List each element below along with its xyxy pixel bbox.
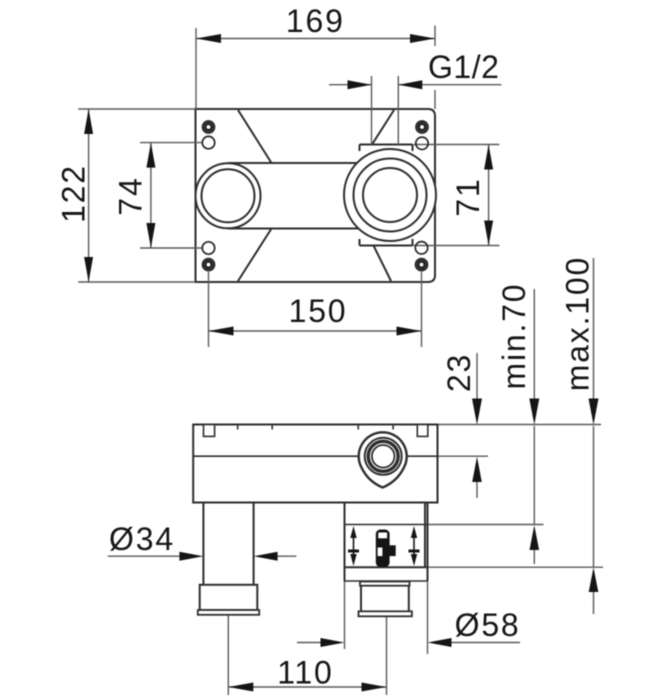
svg-text:122: 122: [56, 164, 92, 223]
svg-text:min.70: min.70: [496, 283, 532, 390]
svg-text:23: 23: [441, 353, 477, 392]
svg-text:G1/2: G1/2: [428, 49, 499, 85]
svg-text:Ø34: Ø34: [109, 521, 175, 557]
svg-text:74: 74: [113, 176, 149, 215]
svg-text:110: 110: [277, 655, 333, 691]
svg-text:max.100: max.100: [559, 256, 595, 391]
svg-text:Ø58: Ø58: [455, 607, 521, 643]
svg-text:71: 71: [450, 177, 486, 216]
svg-text:150: 150: [289, 293, 348, 329]
svg-text:169: 169: [286, 3, 345, 39]
